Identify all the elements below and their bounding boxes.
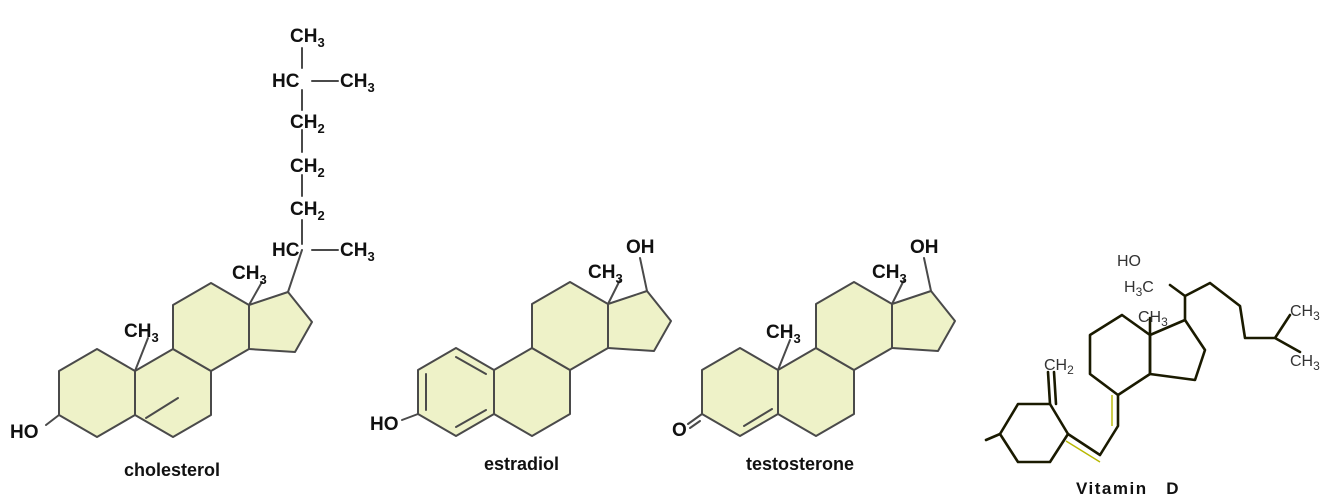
vitamin-d-ho: HO: [1117, 253, 1141, 270]
cholesterol-hc-2: HC: [272, 240, 300, 261]
vitamin-d-side-chain: [1168, 281, 1302, 354]
estradiol-ho: HO: [370, 414, 399, 435]
vitamin-d-ch2: CH2: [1044, 357, 1074, 377]
testosterone-ring-a: [701, 347, 779, 437]
vitamin-d-caption: Vitamin D: [1076, 479, 1180, 498]
cholesterol-structure: CH3 HC CH3 CH2 CH2 CH2 HC CH3 CH3 CH3 HO…: [10, 26, 375, 480]
cholesterol-ring-d: [248, 291, 313, 353]
estradiol-oh: OH: [626, 237, 655, 258]
cholesterol-ch2-3: CH2: [290, 199, 325, 223]
cholesterol-ch3-methyl1: CH3: [232, 263, 267, 287]
testosterone-o: O: [672, 420, 687, 441]
vitamin-d-ring-d: [1148, 318, 1207, 382]
testosterone-caption: testosterone: [746, 454, 854, 474]
vitamin-d-triene: [1066, 393, 1120, 457]
vitamin-d-ho-bond: [984, 432, 1002, 442]
cholesterol-hc-1: HC: [272, 71, 300, 92]
vitamin-d-ring-a: [998, 402, 1070, 464]
estradiol-caption: estradiol: [484, 454, 559, 474]
cholesterol-ho-bond: [45, 414, 60, 426]
cholesterol-ch2-1: CH2: [290, 112, 325, 136]
vitamin-d-ch3-1: CH3: [1138, 309, 1168, 329]
cholesterol-methyl-bond-c13: [248, 281, 263, 306]
vitamin-d-ch3-3: CH3: [1290, 353, 1320, 373]
cholesterol-ch2-2: CH2: [290, 156, 325, 180]
cholesterol-methyl-bond-c10: [134, 337, 149, 372]
testosterone-double-bond: [743, 408, 773, 427]
testosterone-ch3-2: CH3: [766, 322, 801, 346]
estradiol-ring-a: [417, 347, 495, 437]
estradiol-ch3: CH3: [588, 262, 623, 286]
cholesterol-double-bond: [145, 397, 179, 419]
estradiol-ring-d: [607, 290, 672, 352]
testosterone-methyl-bond-2: [777, 339, 791, 371]
testosterone-ch3-1: CH3: [872, 262, 907, 286]
estradiol-methyl-bond: [607, 279, 621, 305]
estradiol-oh-bond: [639, 257, 648, 292]
estradiol-structure: OH CH3 HO estradiol: [370, 237, 672, 474]
cholesterol-ch3-methyl2: CH3: [124, 321, 159, 345]
cholesterol-caption: cholesterol: [124, 460, 220, 480]
testosterone-keto-bond: [687, 413, 703, 429]
cholesterol-ho: HO: [10, 422, 39, 443]
testosterone-oh: OH: [910, 237, 939, 258]
cholesterol-ring-a: [58, 348, 136, 438]
testosterone-methyl-bond-1: [891, 279, 905, 305]
testosterone-oh-bond: [923, 257, 932, 292]
cholesterol-ch3-top: CH3: [290, 26, 325, 50]
vitamin-d-h3c: H3C: [1124, 279, 1154, 299]
vitamin-d-ch3-2: CH3: [1290, 303, 1320, 323]
testosterone-structure: OH CH3 CH3 O testosterone: [672, 237, 956, 474]
estradiol-ho-bond: [401, 413, 419, 421]
estradiol-aromatic-bonds: [425, 356, 487, 428]
cholesterol-side-chain: [287, 47, 339, 293]
vitamin-d-ring-c: [1088, 313, 1152, 397]
vitamin-d-structure: HO H3C CH3 CH3 CH3 CH2 Vitamin D: [984, 253, 1320, 498]
vitamin-d-triene-inner: [1065, 395, 1113, 463]
testosterone-ring-d: [891, 290, 956, 352]
vitamin-d-ch2-bond: [1046, 370, 1058, 406]
cholesterol-ch3-side1: CH3: [340, 71, 375, 95]
cholesterol-ch3-side2: CH3: [340, 240, 375, 264]
